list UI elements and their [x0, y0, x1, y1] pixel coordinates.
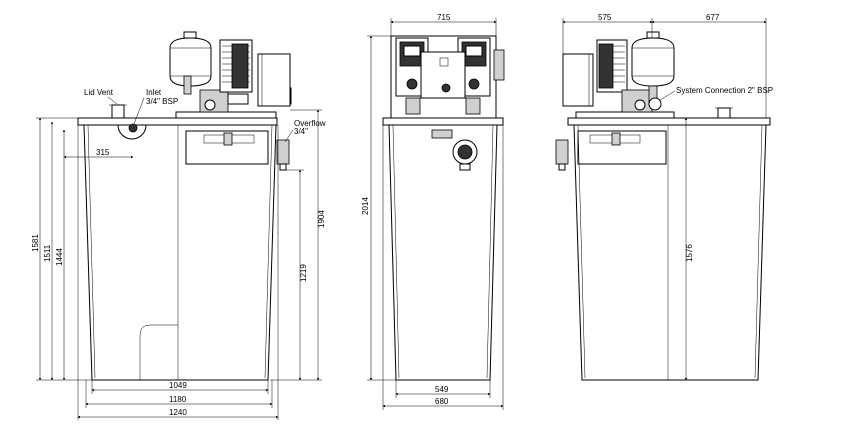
dim-1219: 1219: [299, 264, 308, 282]
dim-677: 677: [706, 13, 720, 22]
dim-1049: 1049: [169, 381, 187, 390]
dim-1240: 1240: [169, 408, 187, 417]
front-view: 715 2014 549 680: [361, 13, 505, 410]
label-inlet-size: 3/4" BSP: [146, 97, 178, 106]
label-system-connection: System Connection 2" BSP: [676, 86, 773, 95]
panel-window-right: [577, 130, 667, 165]
side-view-right: System Connection 2" BSP 575 677 1576: [555, 13, 773, 381]
dim-1904: 1904: [317, 210, 326, 228]
label-overflow-size: 3/4": [294, 127, 308, 136]
dim-715: 715: [437, 13, 451, 22]
tank-body-front: [388, 124, 498, 381]
pump-motor: [257, 53, 291, 107]
dim-549: 549: [435, 385, 449, 394]
dim-315: 315: [96, 148, 110, 157]
panel-window: [185, 130, 269, 165]
label-overflow: Overflow: [294, 119, 326, 128]
dim-1581: 1581: [31, 234, 40, 252]
label-inlet: Inlet: [146, 88, 162, 97]
dim-1576: 1576: [685, 244, 694, 262]
lid-vent: [111, 104, 125, 119]
tank-lid-front: [382, 117, 504, 126]
dim-680: 680: [435, 397, 449, 406]
dim-575: 575: [598, 13, 612, 22]
overflow-fitting: [276, 139, 290, 165]
pressure-vessel-right: [631, 37, 675, 87]
dim-1180: 1180: [169, 395, 187, 404]
pump-motor-right: [562, 53, 594, 107]
tank-body-right: [573, 124, 767, 381]
label-lid-vent: Lid Vent: [84, 88, 114, 97]
tank-body: [83, 124, 277, 381]
dim-2014: 2014: [361, 197, 370, 215]
tank-lid-right: [567, 117, 771, 126]
side-view-left: Lid Vent Inlet 3/4" BSP Overflow 3/4" 31…: [31, 31, 326, 420]
dim-1444: 1444: [55, 248, 64, 266]
inlet-fitting: [117, 124, 147, 140]
dim-1511: 1511: [43, 244, 52, 262]
tank-lid: [77, 117, 278, 126]
